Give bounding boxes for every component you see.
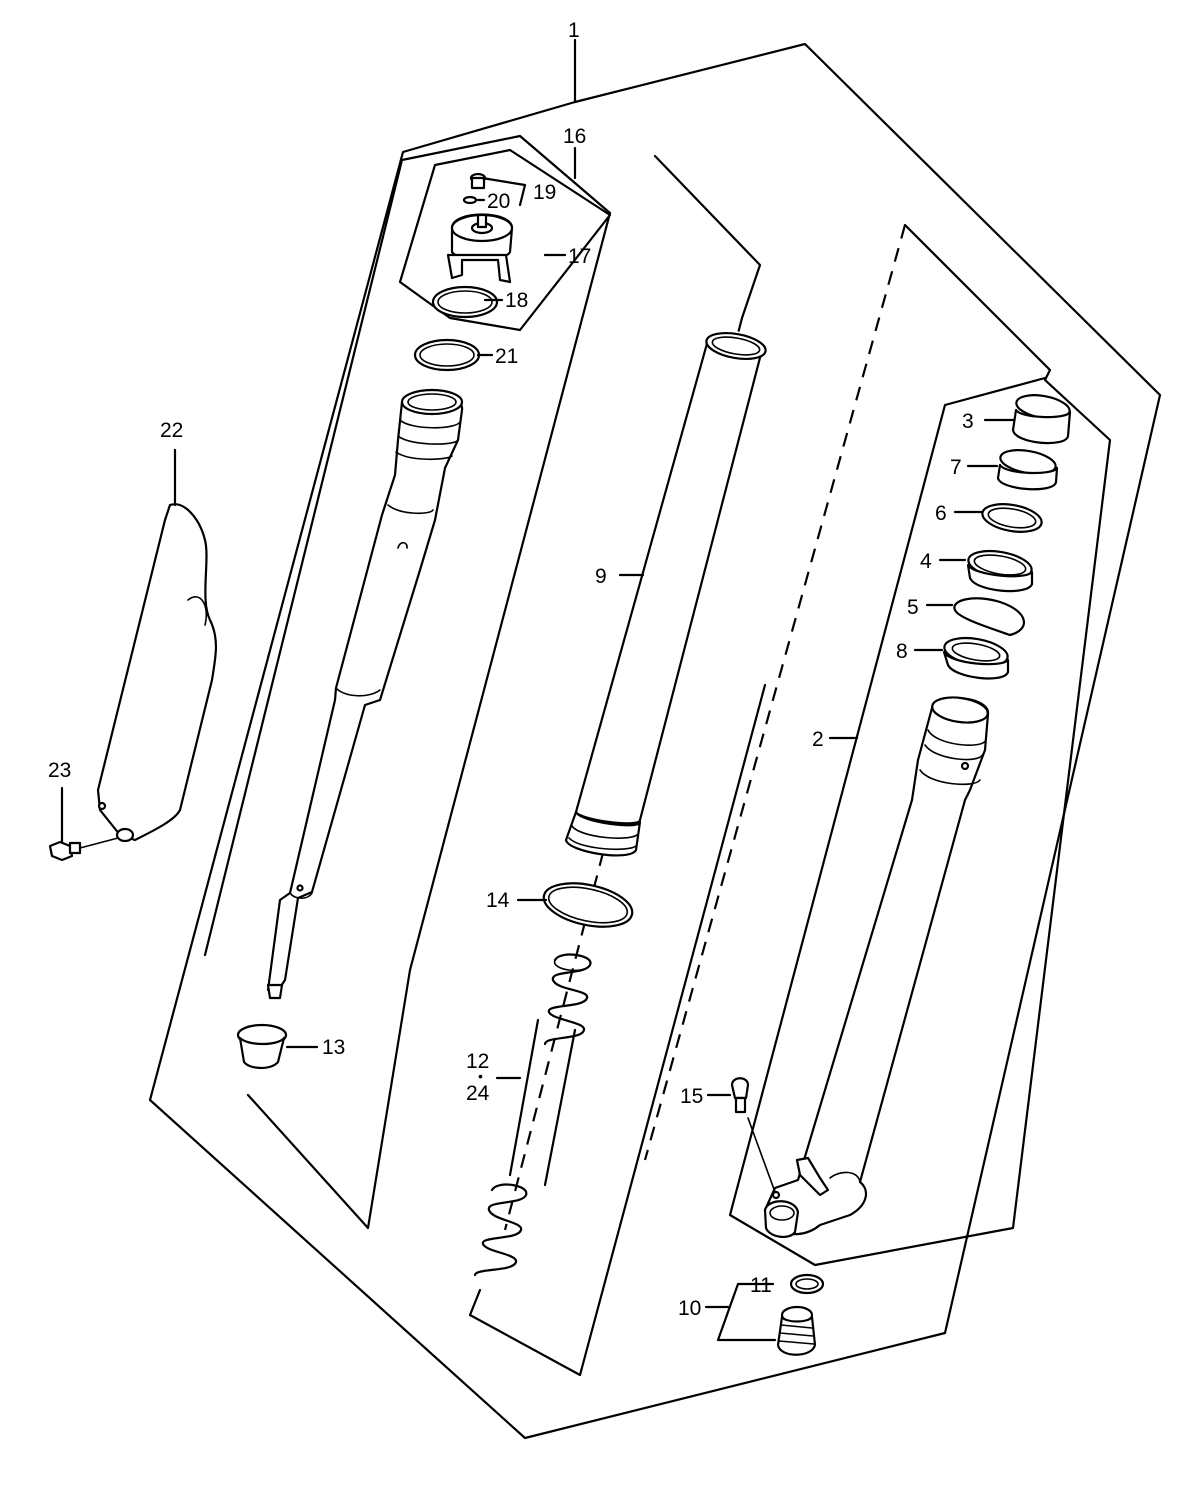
bushing-7 [996,449,1059,491]
callout-14: 14 [486,889,510,912]
fork-guard-boss [115,827,135,843]
callout-6: 6 [935,502,947,525]
damper-cartridge [266,388,464,1000]
oring-21-inner [419,343,475,367]
dust-seal-8 [942,636,1010,680]
callout-16: 16 [563,125,586,148]
callout-13: 13 [322,1036,345,1059]
callout-3: 3 [962,410,974,433]
bottom-case-group-outline [728,223,1112,1267]
outer-tube-group-outline-lower [468,683,767,1377]
fork-spring-12-24 [473,953,592,1277]
callout-11: 11 [750,1274,772,1297]
cap-oring-20 [462,195,478,205]
outer-tube-2 [763,696,990,1238]
callout-21: 21 [495,345,518,368]
plug-10 [776,1305,817,1356]
callout-8: 8 [896,640,908,663]
callout-1: 1 [568,19,580,42]
cap-group-16-outline [398,148,612,332]
cap-screw-19 [469,172,487,190]
callout-7: 7 [950,456,962,479]
washer-6 [981,503,1043,533]
callout-19: 19 [533,181,556,204]
fork-guard-rib [187,596,207,626]
fork-guard-22 [96,503,217,842]
oring-14-inner [547,886,629,924]
bottom-case-group-dash [643,224,907,1161]
guard-bolt-23 [48,837,119,862]
assembly-1-outline [148,42,1162,1440]
inner-tube-group-outline [203,134,612,1230]
oring-18 [431,285,499,319]
callout-15: 15 [680,1085,703,1108]
bolt-15 [730,1077,776,1193]
gasket-11 [789,1273,825,1295]
fork-cap-17 [446,213,514,284]
outer-tube-group-outline [653,154,762,320]
callout-12-24-separator: • [478,1068,483,1084]
inner-tube-9 [564,331,767,857]
callout-10: 10 [678,1297,701,1320]
bushing-13 [236,1023,288,1070]
leader-10-11 [716,1282,777,1342]
callout-23: 23 [48,759,71,782]
callout-22: 22 [160,419,183,442]
oring-18-inner [437,290,493,314]
oring-14 [542,882,634,928]
oil-seal-4 [966,549,1034,593]
callout-2: 2 [812,728,824,751]
callout-12: 12 [466,1050,489,1073]
gasket-11-inner [795,1278,819,1290]
fork-guard-hole [97,801,107,811]
callout-24: 24 [466,1082,490,1105]
callout-17: 17 [568,245,591,268]
callout-9: 9 [595,565,607,588]
callout-20: 20 [487,190,510,213]
bushing-3 [1011,394,1072,445]
callout-18: 18 [505,289,528,312]
callout-5: 5 [907,596,919,619]
callout-4: 4 [920,550,932,573]
leader-19 [480,176,527,207]
circlip-5 [953,597,1026,637]
